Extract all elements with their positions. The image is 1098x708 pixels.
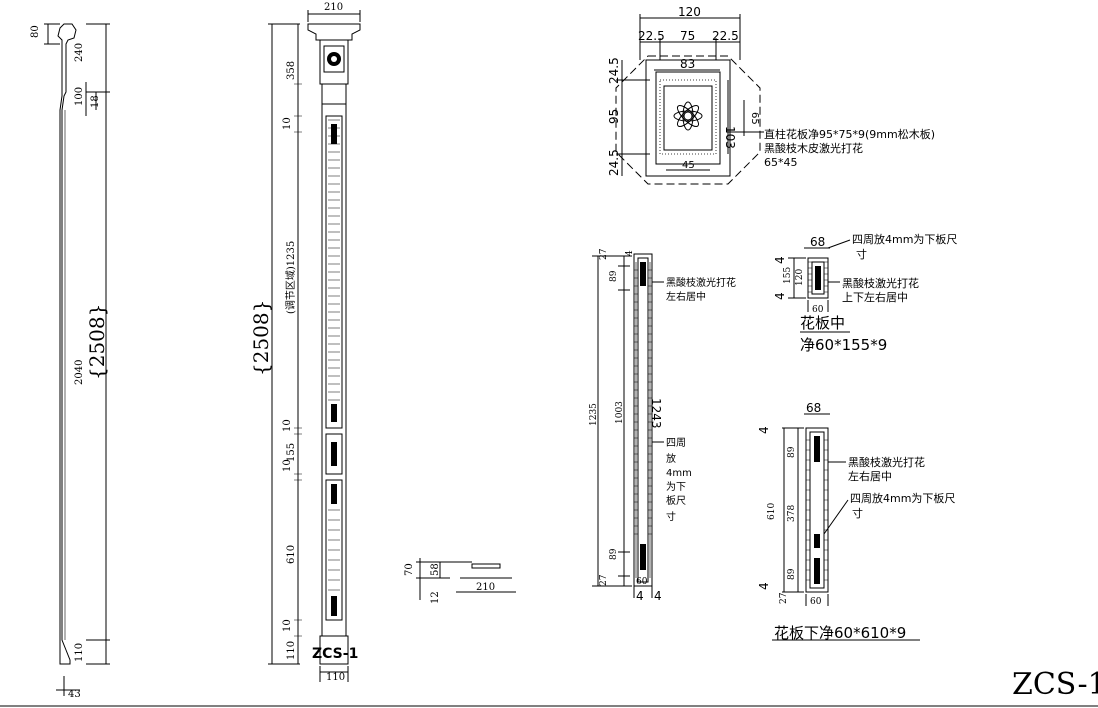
tall-note-margin-4: 为下 bbox=[666, 481, 686, 493]
dim-mid-155: 155 bbox=[783, 267, 793, 284]
dim-tall-4: 4 bbox=[625, 250, 635, 256]
dim-tall-27b: 27 bbox=[599, 574, 609, 586]
dim-side-18: 18 bbox=[90, 95, 101, 108]
dim-low-89b: 89 bbox=[787, 568, 797, 580]
drawing-code: ZCS-1 bbox=[1012, 667, 1098, 702]
dim-low-610: 610 bbox=[767, 503, 777, 520]
dim-mid-4a: 4 bbox=[773, 256, 787, 264]
plan-note-line1: 直柱花板净95*75*9(9mm松木板) bbox=[764, 127, 935, 141]
mid-note-margin-2: 寸 bbox=[856, 247, 867, 261]
dim-plan-75: 75 bbox=[680, 29, 695, 43]
dim-plan-45: 45 bbox=[682, 160, 695, 171]
dim-tall-4b: 4 bbox=[654, 589, 662, 603]
dim-tall-60: 60 bbox=[636, 577, 648, 587]
dim-side-100: 100 bbox=[74, 87, 85, 106]
dim-plan-65: 65 bbox=[749, 112, 760, 125]
dim-front-10a: 10 bbox=[282, 117, 293, 130]
panel-tall-view: 27 4 89 1235 1003 1243 89 27 60 4 4 黑酸枝激… bbox=[589, 248, 736, 603]
tall-note-margin-5: 板尺 bbox=[666, 494, 686, 507]
dim-low-89a: 89 bbox=[787, 446, 797, 458]
dim-tall-89a: 89 bbox=[609, 270, 619, 282]
dim-front-10b: 10 bbox=[282, 419, 293, 432]
panel-low-view: 68 4 89 610 378 89 4 27 60 黑酸枝激光打花 左右居中 … bbox=[757, 401, 955, 642]
dim-front-width-top: 210 bbox=[324, 2, 343, 13]
dim-front-610: 610 bbox=[286, 545, 297, 564]
dim-front-10d: 10 bbox=[282, 619, 293, 632]
dim-plan-22-5b: 22.5 bbox=[712, 29, 739, 43]
dim-mid-4b: 4 bbox=[773, 292, 787, 300]
low-note-laser-2: 左右居中 bbox=[848, 469, 892, 483]
tall-note-margin-6: 寸 bbox=[666, 510, 676, 523]
mid-caption-1: 花板中 bbox=[800, 314, 845, 332]
panel-tall-ticks bbox=[634, 269, 652, 535]
dim-side-cap: 240 bbox=[74, 43, 85, 62]
dim-side-shaft: 2040 bbox=[74, 360, 85, 385]
plan-note-line3: 65*45 bbox=[764, 156, 798, 169]
front-shaft-hatching bbox=[328, 119, 340, 401]
dim-section-12: 12 bbox=[430, 591, 441, 604]
tall-note-laser-1: 黑酸枝激光打花 bbox=[666, 276, 736, 289]
capital-plan-view: 120 22.5 75 22.5 83 24.5 95 24.5 103 65 … bbox=[607, 5, 935, 185]
front-column-view: 210 {2508} 358 10 (调节区域)1235 10 10 155 6… bbox=[249, 2, 361, 683]
dim-front-10c: 10 bbox=[282, 459, 293, 472]
plan-note-line2: 黑酸枝木皮激光打花 bbox=[764, 141, 863, 155]
dim-plan-95: 95 bbox=[607, 109, 621, 124]
dim-side-base: 110 bbox=[74, 643, 85, 662]
low-note-laser-1: 黑酸枝激光打花 bbox=[848, 455, 925, 469]
dim-low-4a: 4 bbox=[757, 426, 771, 434]
dim-tall-89b: 89 bbox=[609, 548, 619, 560]
dim-side-foot: 43 bbox=[68, 689, 81, 700]
dim-section-58: 58 bbox=[430, 563, 441, 576]
dim-front-358: 358 bbox=[286, 61, 297, 80]
low-note-margin-1: 四周放4mm为下板尺 bbox=[850, 491, 955, 505]
dim-front-110: 110 bbox=[286, 641, 297, 660]
dim-front-width-bottom: 110 bbox=[326, 672, 345, 683]
dim-front-155: 155 bbox=[286, 443, 297, 462]
dim-plan-83: 83 bbox=[680, 57, 695, 71]
dim-mid-68: 68 bbox=[810, 235, 825, 249]
dim-side-total: {2508} bbox=[85, 304, 109, 380]
tall-note-margin-2: 放 bbox=[666, 452, 676, 465]
dim-front-1235: (调节区域)1235 bbox=[284, 241, 297, 314]
dim-low-27: 27 bbox=[779, 592, 789, 604]
tall-note-margin-1: 四周 bbox=[666, 437, 686, 449]
dim-plan-24-5b: 24.5 bbox=[607, 149, 621, 176]
mid-caption-2: 净60*155*9 bbox=[800, 336, 887, 354]
mid-note-laser-2: 上下左右居中 bbox=[842, 290, 908, 304]
dim-tall-4a: 4 bbox=[636, 589, 644, 603]
dim-mid-60: 60 bbox=[812, 305, 824, 315]
low-caption: 花板下净60*610*9 bbox=[774, 624, 906, 642]
small-section-view: 70 58 12 210 bbox=[404, 558, 516, 604]
flower-rosette-icon bbox=[673, 101, 703, 131]
dim-low-60: 60 bbox=[810, 597, 822, 607]
dim-low-4b: 4 bbox=[757, 582, 771, 590]
dim-low-68: 68 bbox=[806, 401, 821, 415]
dim-front-total: {2508} bbox=[249, 300, 273, 376]
tall-note-laser-2: 左右居中 bbox=[666, 290, 706, 303]
dim-plan-22-5a: 22.5 bbox=[638, 29, 665, 43]
dim-side-top: 80 bbox=[30, 25, 41, 38]
front-column-label: ZCS-1 bbox=[312, 646, 358, 662]
mid-note-margin-1: 四周放4mm为下板尺 bbox=[852, 232, 957, 246]
dim-section-70: 70 bbox=[404, 563, 415, 576]
mid-note-laser-1: 黑酸枝激光打花 bbox=[842, 276, 919, 290]
dim-low-378: 378 bbox=[787, 505, 797, 522]
dim-plan-24-5a: 24.5 bbox=[607, 57, 621, 84]
tall-note-margin-3: 4mm bbox=[666, 468, 692, 479]
dim-tall-1003: 1003 bbox=[615, 401, 625, 424]
low-note-margin-2: 寸 bbox=[852, 506, 863, 520]
dim-section-210: 210 bbox=[476, 582, 495, 593]
title-block: ZCS-1 bbox=[0, 667, 1098, 707]
side-profile-view: 80 240 100 18 {2508} 2040 110 43 bbox=[30, 23, 110, 700]
dim-plan-103: 103 bbox=[723, 126, 737, 149]
dim-mid-120: 120 bbox=[795, 269, 805, 286]
dim-tall-27a: 27 bbox=[599, 248, 609, 260]
dim-tall-1235: 1235 bbox=[589, 403, 599, 426]
panel-mid-view: 68 4 155 120 4 60 四周放4mm为下板尺 寸 黑酸枝激光打花 上… bbox=[773, 232, 957, 354]
dim-plan-120: 120 bbox=[678, 5, 701, 19]
dim-tall-1243: 1243 bbox=[649, 398, 663, 429]
